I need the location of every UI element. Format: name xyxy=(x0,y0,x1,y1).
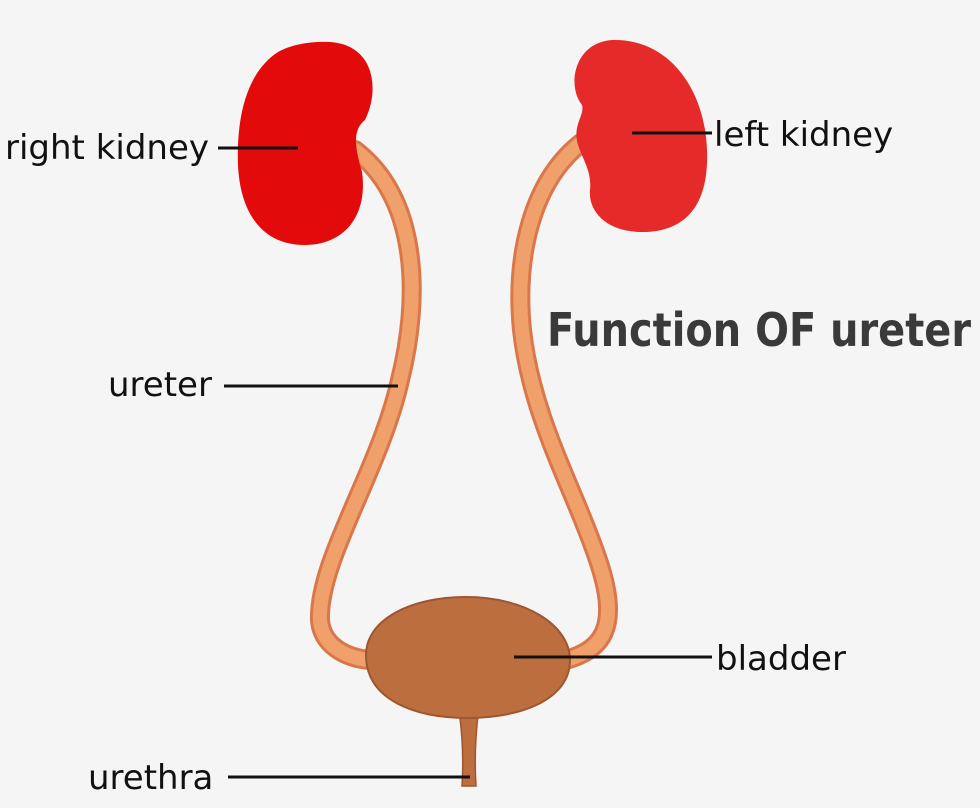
left-ureter-inner xyxy=(513,133,615,667)
right-ureter-inner xyxy=(312,143,419,667)
right-kidney-label: right kidney xyxy=(5,128,209,168)
urethra-label: urethra xyxy=(88,758,213,798)
right-kidney xyxy=(237,41,373,245)
bladder xyxy=(364,595,572,720)
page-title: Function OF ureter xyxy=(547,303,971,357)
left-kidney xyxy=(574,40,708,232)
left-kidney-label: left kidney xyxy=(714,115,893,155)
bladder-label: bladder xyxy=(716,639,846,679)
ureter-label: ureter xyxy=(108,365,212,405)
